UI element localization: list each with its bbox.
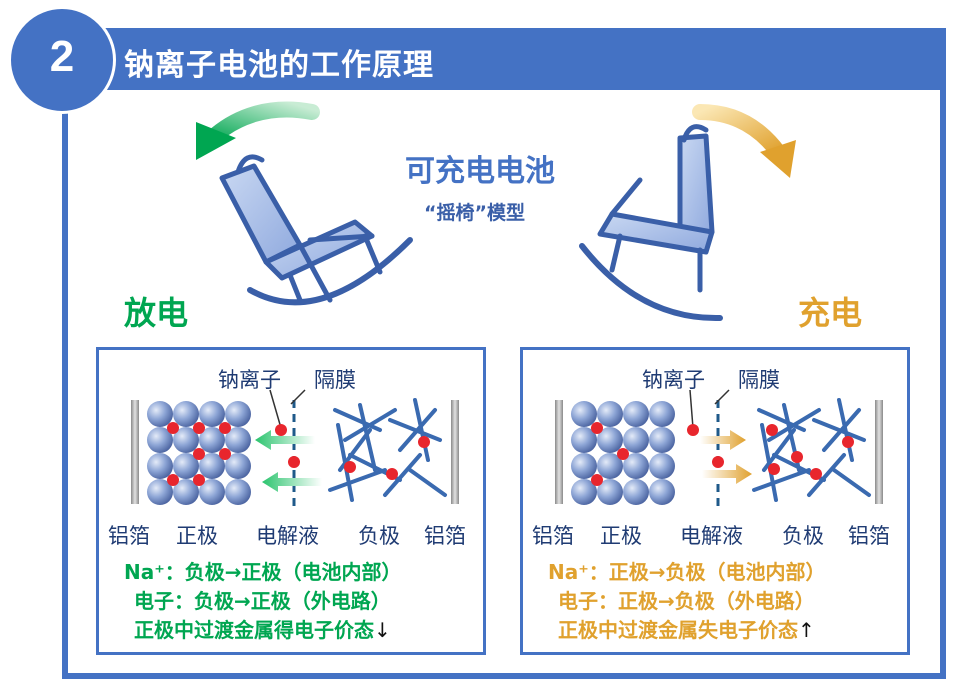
anode-label: 负极 — [782, 524, 824, 548]
section-number-badge — [8, 6, 116, 114]
left-al-foil-icon — [555, 400, 563, 504]
al-foil-label: 铝箔 — [108, 524, 150, 548]
anode-label: 负极 — [358, 524, 400, 548]
header-bar — [62, 28, 946, 90]
left-al-foil-icon — [131, 400, 139, 504]
al-foil-label: 铝箔 — [532, 524, 574, 548]
sodium-ion-label: 钠离子 — [642, 368, 705, 392]
center-title: 可充电电池 — [405, 154, 555, 189]
discharge-label: 放电 — [124, 294, 189, 332]
separator-label: 隔膜 — [314, 368, 356, 392]
cathode-label: 正极 — [600, 524, 642, 548]
charge-arrow-icon — [692, 104, 796, 178]
cathode-lattice-icon — [571, 401, 675, 505]
al-foil-label: 铝箔 — [848, 524, 890, 548]
anode-hard-carbon-icon — [752, 398, 871, 502]
sodium-ion-icon — [687, 424, 699, 436]
right-al-foil-icon — [875, 400, 883, 504]
ion-flow-arrow-icon — [262, 472, 322, 492]
discharge-arrow-icon — [196, 101, 320, 160]
anode-hard-carbon-icon — [328, 398, 447, 502]
sodium-ion-icon — [288, 456, 300, 468]
right-rocking-chair-icon — [579, 124, 723, 322]
cathode-lattice-icon — [147, 401, 251, 505]
electrolyte-label: 电解液 — [256, 524, 319, 548]
discharge-electron-direction: 电子：负极→正极（外电路） — [134, 589, 391, 613]
ion-flow-arrow-icon — [255, 430, 315, 450]
electrolyte-label: 电解液 — [680, 524, 743, 548]
section-number: 2 — [49, 32, 75, 81]
discharge-ion-direction: Na⁺：负极→正极（电池内部） — [124, 560, 402, 584]
charge-valence-note: 正极中过渡金属失电子价态↑ — [558, 618, 815, 642]
right-al-foil-icon — [451, 400, 459, 504]
up-arrow-icon: ↑ — [798, 618, 815, 642]
down-arrow-icon: ↓ — [374, 618, 391, 642]
discharge-valence-note: 正极中过渡金属得电子价态↓ — [134, 618, 391, 642]
sodium-ion-icon — [712, 456, 724, 468]
charge-label: 充电 — [798, 294, 863, 332]
page-title: 钠离子电池的工作原理 — [124, 48, 434, 83]
charge-cell-diagram — [555, 389, 883, 510]
ion-flow-arrow-icon — [702, 464, 752, 484]
charge-electron-direction: 电子：正极→负极（外电路） — [558, 589, 815, 613]
ion-flow-arrow-icon — [700, 430, 746, 450]
separator-label: 隔膜 — [738, 368, 780, 392]
left-rocking-chair-icon — [219, 154, 413, 306]
al-foil-label: 铝箔 — [424, 524, 466, 548]
charge-ion-direction: Na⁺：正极→负极（电池内部） — [548, 560, 826, 584]
discharge-cell-diagram — [131, 389, 459, 510]
sodium-ion-label: 钠离子 — [218, 368, 281, 392]
center-subtitle: “摇椅”模型 — [424, 202, 525, 224]
sodium-ion-icon — [275, 424, 287, 436]
cathode-label: 正极 — [176, 524, 218, 548]
